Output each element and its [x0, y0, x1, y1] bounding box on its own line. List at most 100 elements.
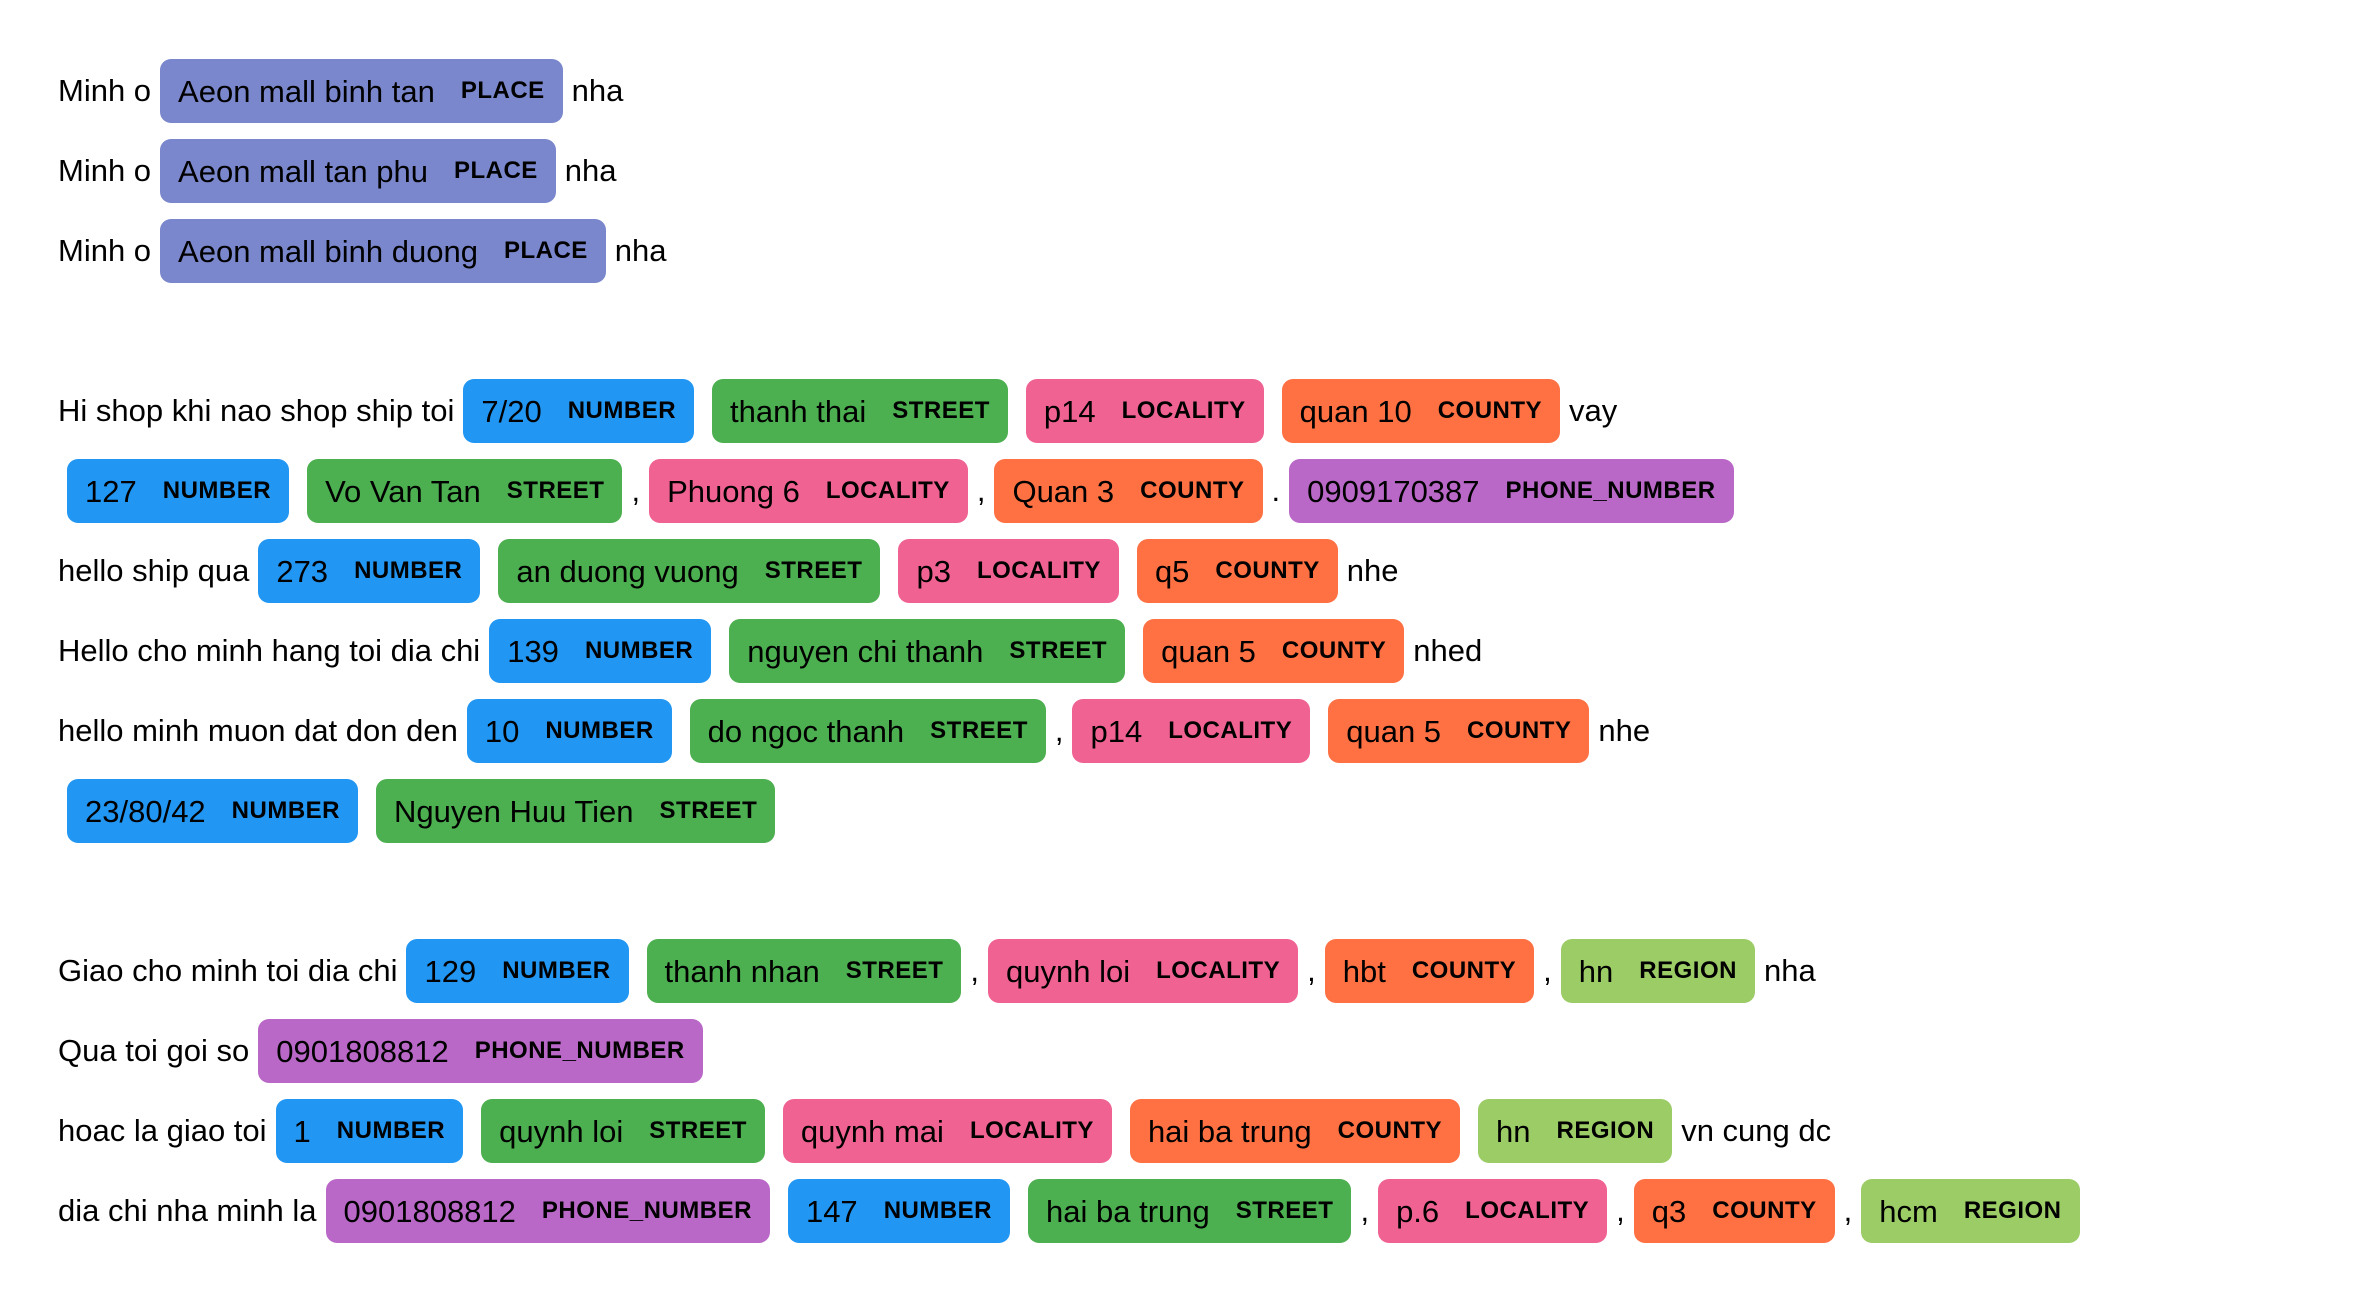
entity-text: thanh thai [730, 393, 867, 429]
plain-text: , [1307, 953, 1316, 988]
entity-label: REGION [1556, 1117, 1655, 1144]
entity-text: do ngoc thanh [707, 713, 905, 749]
plain-text: , [976, 473, 986, 508]
entity-text: 0909170387 [1307, 473, 1480, 509]
entity-text: 0901808812 [276, 1033, 449, 1069]
entity-label: REGION [1963, 1197, 2062, 1224]
entity-text: thanh nhan [664, 953, 820, 989]
entity-region: hn REGION [1560, 939, 1755, 1003]
plain-text: hello ship qua [58, 553, 250, 588]
plain-text: nha [1763, 953, 1816, 988]
entity-label: REGION [1639, 957, 1737, 984]
entity-text: 139 [507, 633, 559, 669]
entity-label: STREET [649, 1117, 747, 1144]
entity-text: nguyen chi thanh [747, 633, 984, 669]
entity-label: NUMBER [231, 797, 340, 824]
plain-text: nhe [1598, 713, 1651, 748]
entity-label: PLACE [460, 77, 545, 104]
plain-text: Minh o [58, 153, 152, 188]
plain-text: , [1843, 1193, 1853, 1228]
entity-label: COUNTY [1467, 717, 1572, 744]
blank-line [58, 291, 2366, 371]
entity-place: Aeon mall binh tan PLACE [160, 59, 563, 123]
entity-label: STREET [892, 397, 990, 424]
plain-text: hello minh muon dat don den [58, 713, 458, 748]
entity-text: Aeon mall tan phu [178, 153, 428, 189]
entity-text: 127 [85, 473, 137, 509]
entity-label: STREET [845, 957, 944, 984]
entity-text: q3 [1651, 1193, 1687, 1229]
entity-text: quynh loi [1006, 953, 1131, 989]
entity-text: hbt [1342, 953, 1386, 989]
entity-label: NUMBER [502, 957, 611, 984]
plain-text: nha [564, 153, 617, 188]
entity-text: Aeon mall binh duong [178, 233, 478, 269]
entity-text: 129 [424, 953, 477, 989]
entity-label: NUMBER [354, 557, 463, 584]
entity-label: PHONE_NUMBER [1505, 477, 1716, 504]
entity-text: 1 [293, 1113, 311, 1149]
entity-street: thanh nhan STREET [646, 939, 962, 1003]
entity-text: hcm [1879, 1193, 1938, 1229]
entity-county: q3 COUNTY [1633, 1179, 1835, 1243]
plain-text: Giao cho minh toi dia chi [58, 953, 398, 988]
entity-label: COUNTY [1712, 1197, 1817, 1224]
plain-text: nha [571, 73, 624, 108]
entity-label: STREET [506, 477, 605, 504]
plain-text: , [631, 473, 641, 508]
entity-street: thanh thai STREET [712, 379, 1008, 443]
plain-text: , [970, 953, 979, 988]
entity-text: Quan 3 [1012, 473, 1115, 509]
plain-text: Qua toi goi so [58, 1033, 250, 1068]
entity-label: LOCALITY [1168, 717, 1293, 744]
entity-text: hn [1496, 1113, 1531, 1149]
entity-label: NUMBER [567, 397, 677, 424]
entity-label: LOCALITY [1465, 1197, 1590, 1224]
entity-label: NUMBER [584, 637, 694, 664]
plain-text: , [1543, 953, 1552, 988]
entity-label: NUMBER [883, 1197, 993, 1224]
entity-label: STREET [1009, 637, 1108, 664]
entity-label: COUNTY [1281, 637, 1387, 664]
entity-label: STREET [1235, 1197, 1334, 1224]
entity-text: hn [1578, 953, 1614, 989]
entity-label: LOCALITY [976, 557, 1101, 584]
entity-text: Aeon mall binh tan [178, 73, 435, 109]
entity-label: STREET [930, 717, 1028, 744]
entity-text: quynh mai [800, 1113, 944, 1149]
plain-text: Minh o [58, 233, 152, 268]
entity-number: 139 NUMBER [489, 619, 712, 683]
entity-label: COUNTY [1437, 397, 1543, 424]
entity-street: do ngoc thanh STREET [689, 699, 1046, 763]
entity-text: 23/80/42 [85, 793, 206, 829]
